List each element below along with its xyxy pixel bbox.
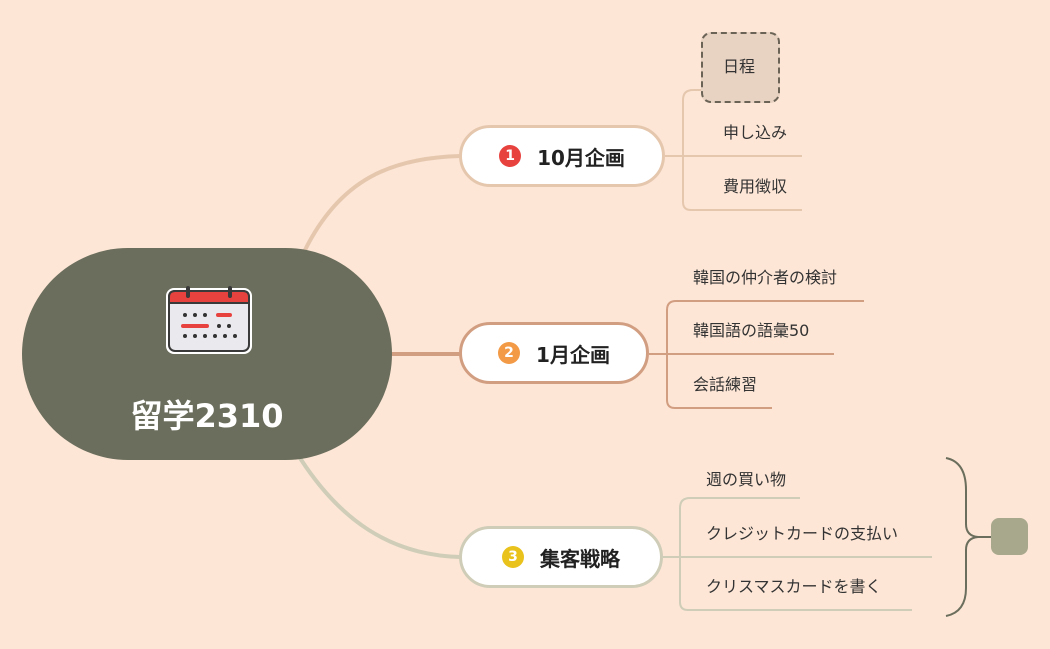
highlight-frame[interactable]	[701, 32, 780, 103]
branch-label: 1月企画	[536, 342, 610, 367]
connector-branch2-children	[649, 300, 864, 409]
summary-node[interactable]	[991, 518, 1028, 555]
leaf-node[interactable]: 費用徴収	[723, 177, 788, 196]
connector-root-branch3	[298, 456, 461, 559]
leaf-node[interactable]: 日程	[723, 57, 756, 76]
number-badge-icon: 3	[502, 546, 524, 568]
calendar-icon	[166, 286, 252, 354]
branch-node-1[interactable]: 1 10月企画	[459, 125, 665, 187]
number-badge-icon: 1	[499, 145, 522, 167]
branch-node-2[interactable]: 2 1月企画	[459, 322, 649, 384]
root-node[interactable]: 留学2310	[22, 248, 392, 460]
branch-label: 集客戦略	[540, 546, 620, 571]
leaf-node[interactable]: クレジットカードの支払い	[706, 524, 899, 543]
summary-brace	[945, 457, 979, 617]
connector-branch3-children	[663, 497, 932, 611]
connector-root-branch1	[303, 154, 461, 251]
root-title: 留学2310	[130, 397, 284, 435]
leaf-node[interactable]: 申し込み	[723, 123, 788, 142]
number-badge-icon: 2	[498, 342, 521, 364]
leaf-node[interactable]: 韓国語の語彙50	[693, 321, 810, 340]
connector-branch1-children	[665, 89, 802, 211]
leaf-node[interactable]: 会話練習	[693, 375, 758, 394]
branch-label: 10月企画	[537, 145, 625, 170]
branch-node-3[interactable]: 3 集客戦略	[459, 526, 663, 588]
leaf-node[interactable]: 週の買い物	[706, 470, 787, 489]
leaf-node[interactable]: クリスマスカードを書く	[706, 577, 882, 596]
leaf-node[interactable]: 韓国の仲介者の検討	[693, 268, 838, 287]
